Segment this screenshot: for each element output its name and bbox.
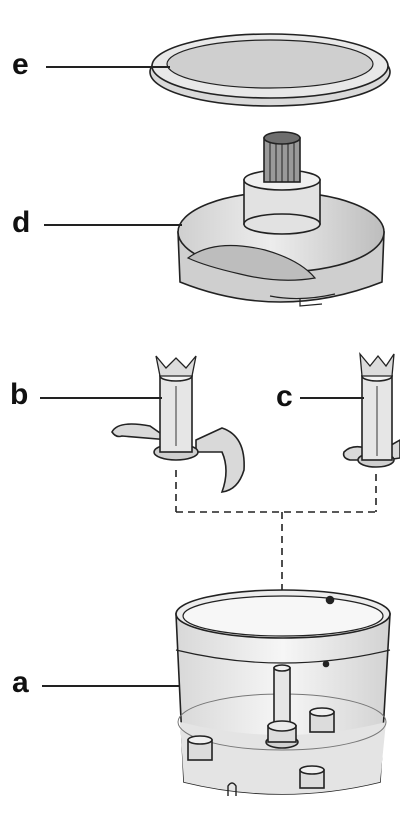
part-label-d: d [12,206,31,239]
part-label-c: c [276,380,293,413]
part-label-a: a [12,666,29,699]
part-label-b: b [10,378,29,411]
part-c-ice-crushing-blade [342,351,400,468]
part-a-bowl [175,589,391,796]
part-label-e: e [12,48,29,81]
part-d-gear-lid [177,131,385,307]
part-b-chopping-blade [111,355,245,493]
part-e-anti-slip-base [149,33,391,107]
